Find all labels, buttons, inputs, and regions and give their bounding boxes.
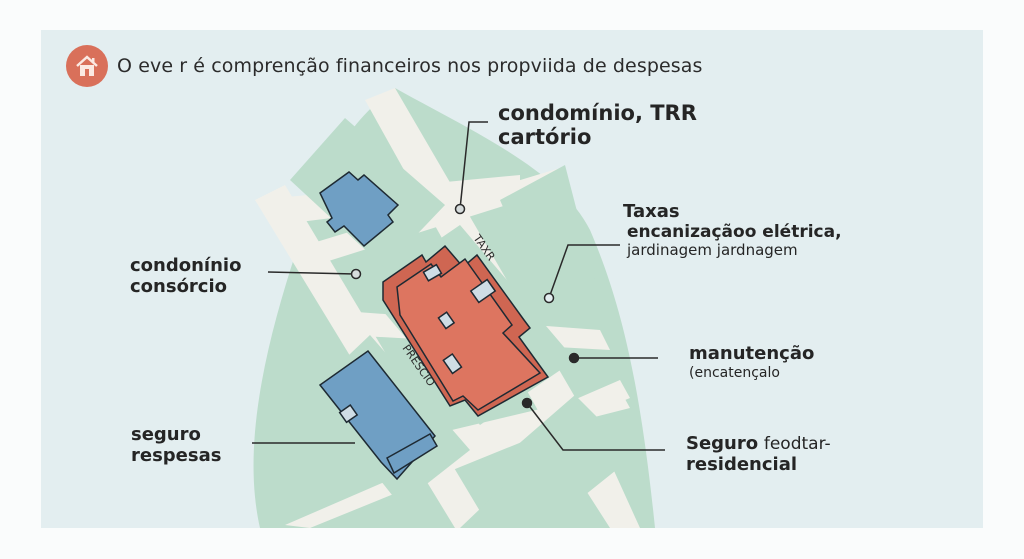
callout-text: respesas: [131, 444, 222, 466]
callout-title: Taxas: [623, 201, 680, 222]
callout-taxas: Taxas encanizaçãoo elétrica, jardinagem …: [623, 201, 842, 260]
page-title: O eve r é comprenção financeiros nos pro…: [117, 55, 703, 77]
callout-text: (encatençalo: [689, 364, 780, 381]
callout-text: encanizaçãoo elétrica,: [627, 221, 842, 242]
blue-building-bottom: [318, 349, 439, 481]
callout-title: manutenção: [689, 343, 815, 364]
callout-text: condonínio: [130, 255, 242, 276]
header: O eve r é comprenção financeiros nos pro…: [66, 45, 703, 87]
callout-text: residencial: [686, 453, 798, 475]
callout-manutencao: manutenção (encatençalo: [689, 343, 815, 381]
blue-building-top: [319, 171, 400, 248]
diagram-panel: TAXR PRESCIO O eve r é: [41, 30, 983, 528]
callout-text: consórcio: [130, 275, 228, 297]
callout-seguro-residencial: Seguro feodtar- residencial: [686, 433, 831, 475]
callout-title: Seguro: [686, 433, 759, 454]
callout-text: condomínio, TRR: [498, 101, 697, 125]
callout-seguro-respesas: seguro respesas: [131, 424, 222, 466]
callout-text: cartório: [498, 125, 592, 150]
callout-text: jardinagem jardnagem: [627, 241, 798, 260]
callout-text: seguro: [131, 424, 201, 445]
neighborhood-map: TAXR PRESCIO: [252, 88, 665, 528]
red-building: [382, 244, 550, 417]
callout-condoninio: condonínio consórcio: [130, 255, 242, 297]
callout-text: feodtar-: [763, 434, 831, 454]
callout-condominio-trr: condomínio, TRR cartório: [498, 101, 697, 149]
house-icon: [66, 45, 108, 87]
